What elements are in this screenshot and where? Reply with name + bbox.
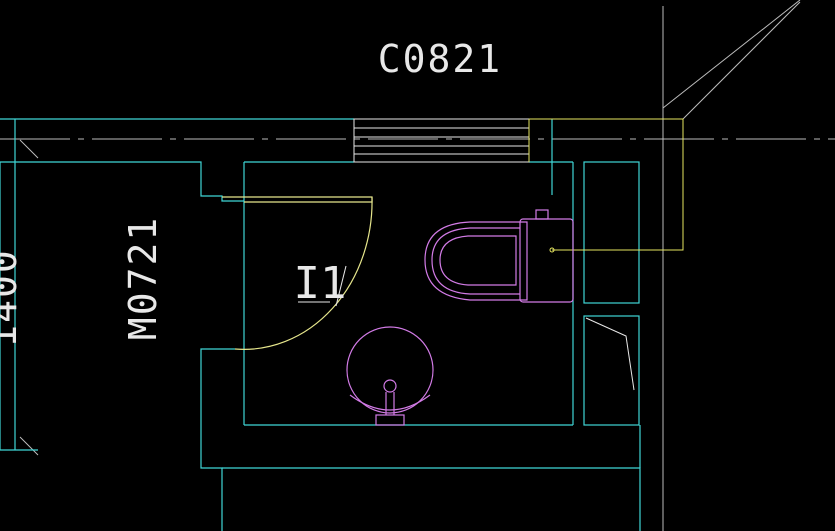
window-tag-label: C0821 xyxy=(378,37,502,81)
storage-cabinet xyxy=(585,317,635,391)
diagonal-line-upper xyxy=(662,0,801,109)
window-c0821 xyxy=(353,118,530,163)
door-swing-arc xyxy=(234,196,373,350)
wall-top-inner xyxy=(0,161,244,202)
room-mark xyxy=(298,265,347,307)
toilet-seat xyxy=(439,235,517,286)
cabinet-lower xyxy=(583,315,640,426)
washbasin xyxy=(346,326,434,426)
walls xyxy=(0,118,641,531)
diagonal-line xyxy=(682,1,801,120)
window-frame xyxy=(353,118,530,163)
pipe-endpoint xyxy=(549,247,555,253)
basin-tap-base xyxy=(375,414,405,426)
toilet xyxy=(424,209,574,303)
door-m0721 xyxy=(222,196,373,350)
toilet-bowl-outer xyxy=(424,221,528,301)
basin-drain xyxy=(383,379,397,393)
basin-rim xyxy=(349,394,431,411)
toilet-flush-button xyxy=(535,209,549,220)
wall-bottom xyxy=(222,467,641,531)
dimension-tick-bottom xyxy=(19,436,39,456)
cabinet-door-swing xyxy=(585,317,635,391)
toilet-tank xyxy=(519,218,574,303)
toilet-bowl-inner xyxy=(431,227,520,295)
room-mark-label: I1 xyxy=(294,258,347,309)
basin-bowl xyxy=(346,326,434,414)
cabinet-upper xyxy=(583,161,640,304)
door-tag-label: M0721 xyxy=(121,216,165,340)
pipe-lines xyxy=(528,118,684,253)
wall-left-lower xyxy=(200,348,235,531)
dimension-label: 1400 xyxy=(0,248,25,348)
dimension-tick-top xyxy=(19,139,39,159)
pipe-outline xyxy=(529,118,684,251)
room-mark-slash xyxy=(335,265,347,307)
